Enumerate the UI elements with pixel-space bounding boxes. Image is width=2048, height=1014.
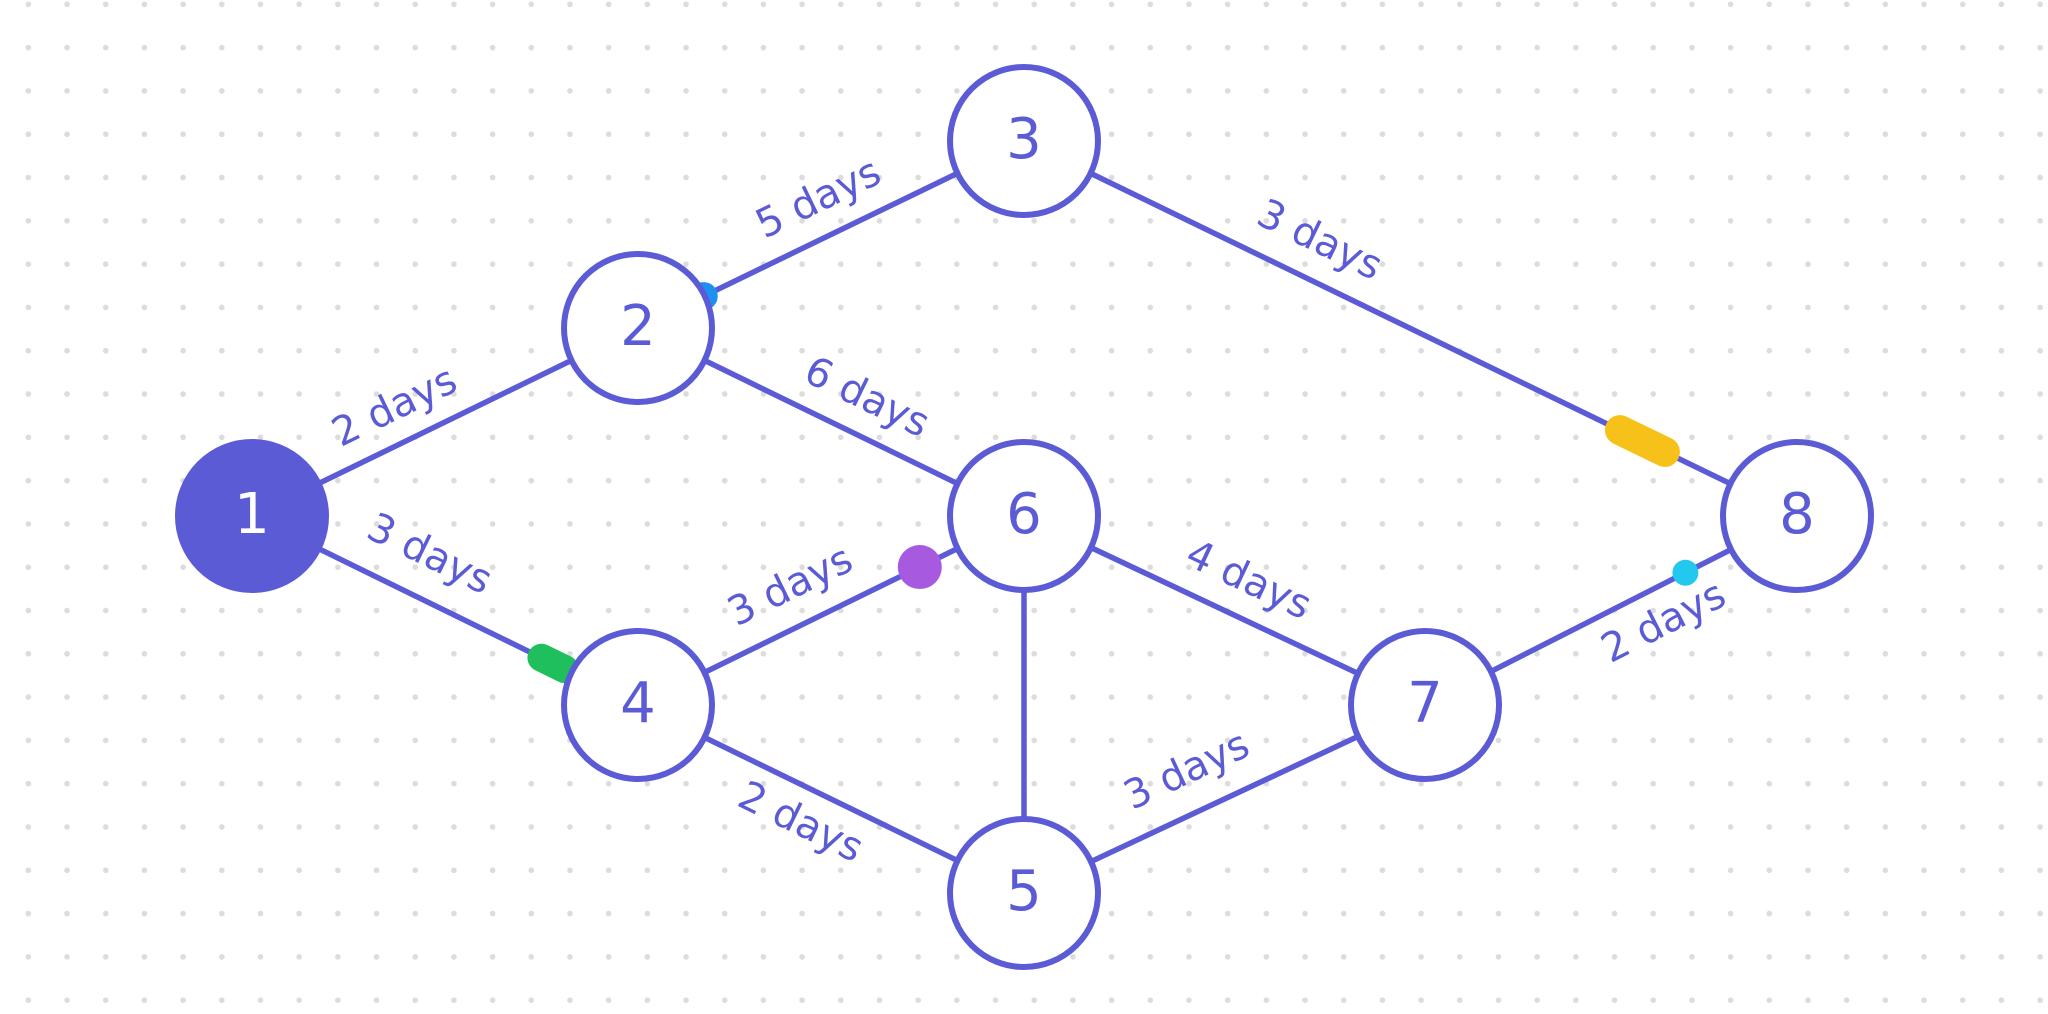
node-1[interactable]: 1 — [175, 439, 329, 593]
progress-marker-1-4 — [527, 643, 579, 684]
node-circle — [1348, 628, 1502, 782]
node-label: 4 — [620, 671, 656, 736]
node-circle — [947, 816, 1101, 970]
node-circle — [947, 439, 1101, 593]
node-label: 3 — [1006, 107, 1042, 172]
node-label: 1 — [234, 482, 270, 547]
progress-marker-7-8 — [1672, 559, 1699, 586]
node-4[interactable]: 4 — [561, 628, 715, 782]
node-circle — [947, 64, 1101, 218]
node-label: 7 — [1407, 671, 1443, 736]
progress-marker-4-6 — [897, 545, 942, 590]
node-circle — [561, 251, 715, 405]
node-7[interactable]: 7 — [1348, 628, 1502, 782]
edge-label-1-2: 2 days — [325, 357, 464, 456]
node-label: 6 — [1006, 482, 1042, 547]
node-2[interactable]: 2 — [561, 251, 715, 405]
node-circle — [561, 628, 715, 782]
node-label: 2 — [620, 294, 656, 359]
node-5[interactable]: 5 — [947, 816, 1101, 970]
node-label: 5 — [1006, 859, 1042, 924]
node-label: 8 — [1779, 482, 1815, 547]
edge-label-6-7: 4 days — [1179, 531, 1319, 629]
edge-label-1-4: 3 days — [360, 504, 499, 604]
edge-3-8 — [1021, 138, 1800, 519]
progress-marker-3-8 — [1604, 415, 1680, 467]
edge-label-5-7: 3 days — [1117, 721, 1257, 819]
edge-label-3-8: 3 days — [1250, 190, 1389, 289]
node-6[interactable]: 6 — [947, 439, 1101, 593]
edge-label-4-6: 3 days — [721, 536, 860, 636]
node-circle — [1720, 439, 1874, 593]
nodes-layer: 1 2 3 4 5 6 7 8 — [175, 64, 1874, 970]
node-circle — [175, 439, 329, 593]
edge-label-2-3: 5 days — [749, 149, 888, 248]
node-3[interactable]: 3 — [947, 64, 1101, 218]
edge-label-2-6: 6 days — [797, 348, 936, 447]
node-8[interactable]: 8 — [1720, 439, 1874, 593]
